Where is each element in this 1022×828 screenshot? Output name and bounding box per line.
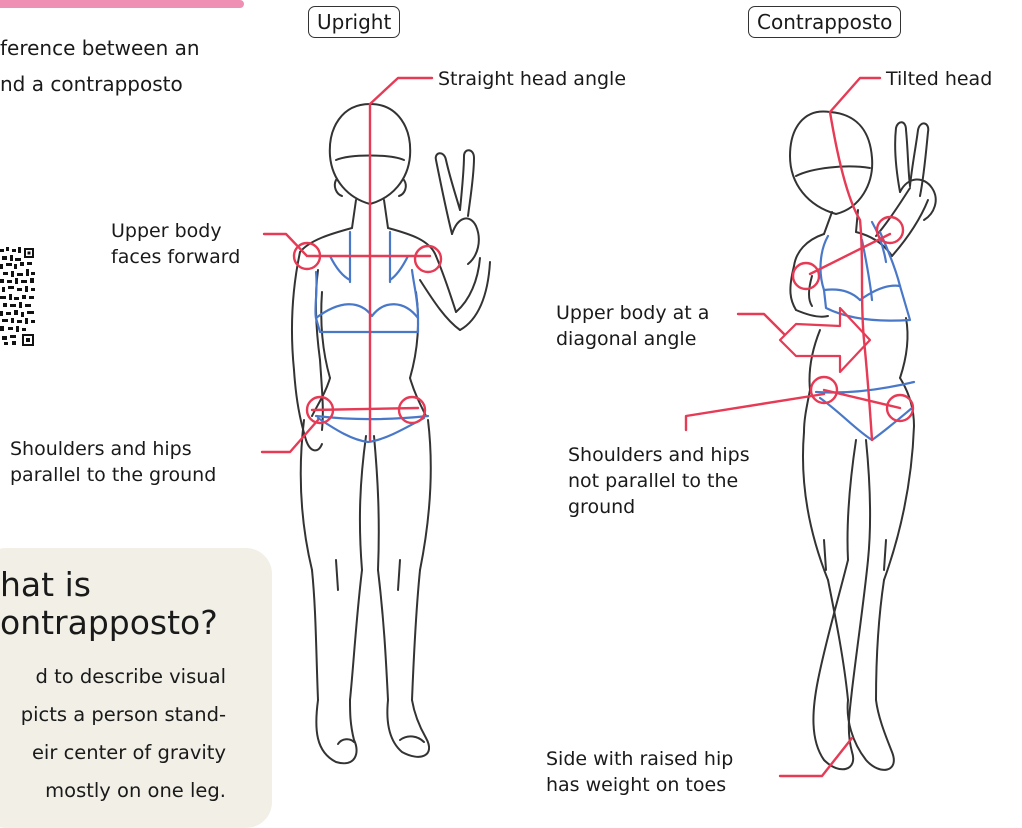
upright-red-guides bbox=[262, 78, 441, 452]
label-line: Upper body at a bbox=[556, 300, 709, 326]
label-line: diagonal angle bbox=[556, 326, 709, 352]
label-raised-hip: Side with raised hip has weight on toes bbox=[546, 746, 733, 798]
label-upper-body-diagonal: Upper body at a diagonal angle bbox=[556, 300, 709, 352]
contrapposto-red-guides bbox=[686, 78, 913, 776]
label-straight-head: Straight head angle bbox=[438, 66, 626, 92]
label-line: has weight on toes bbox=[546, 772, 733, 798]
label-line: Shoulders and hips bbox=[568, 442, 750, 468]
tag-upright: Upright bbox=[308, 6, 400, 38]
label-line: ground bbox=[568, 494, 750, 520]
figure-illustrations bbox=[0, 0, 1022, 801]
upright-figure bbox=[292, 104, 490, 763]
label-shoulders-not-parallel: Shoulders and hips not parallel to the g… bbox=[568, 442, 750, 520]
tag-contrapposto: Contrapposto bbox=[748, 6, 901, 38]
label-tilted-head: Tilted head bbox=[886, 66, 992, 92]
contrapposto-figure bbox=[790, 111, 936, 769]
label-line: not parallel to the bbox=[568, 468, 750, 494]
label-line: Side with raised hip bbox=[546, 746, 733, 772]
